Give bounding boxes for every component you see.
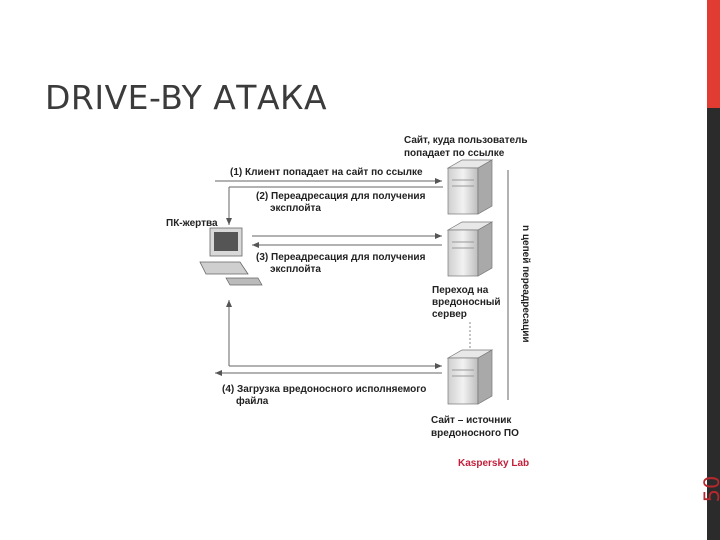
- step2-label: (2) Переадресация для получения эксплойт…: [256, 191, 428, 214]
- server-bottom-icon: [446, 349, 494, 405]
- brand-label: Kaspersky Lab: [458, 458, 529, 469]
- server-middle-icon: [446, 221, 494, 277]
- redirect-chain-label: n цепей переадресации: [520, 225, 531, 343]
- step4-label: (4) Загрузка вредоносного исполняемого ф…: [222, 384, 429, 407]
- step3-label: (3) Переадресация для получения эксплойт…: [256, 252, 428, 275]
- victim-pc-icon: [199, 227, 263, 286]
- slide-title: DRIVE-BY АТАКА: [45, 78, 328, 117]
- accent-tab: [707, 0, 720, 108]
- side-strip: [707, 108, 720, 540]
- server-top-caption: Сайт, куда пользователь попадает по ссыл…: [404, 135, 530, 159]
- redirect-caption: Переход на вредоносный сервер: [432, 285, 503, 320]
- step1-label: (1) Клиент попадает на сайт по ссылке: [230, 167, 423, 178]
- server-bottom-caption: Сайт – источник вредоносного ПО: [431, 415, 519, 439]
- server-top-icon: [446, 159, 494, 215]
- victim-label: ПК-жертва: [166, 218, 218, 229]
